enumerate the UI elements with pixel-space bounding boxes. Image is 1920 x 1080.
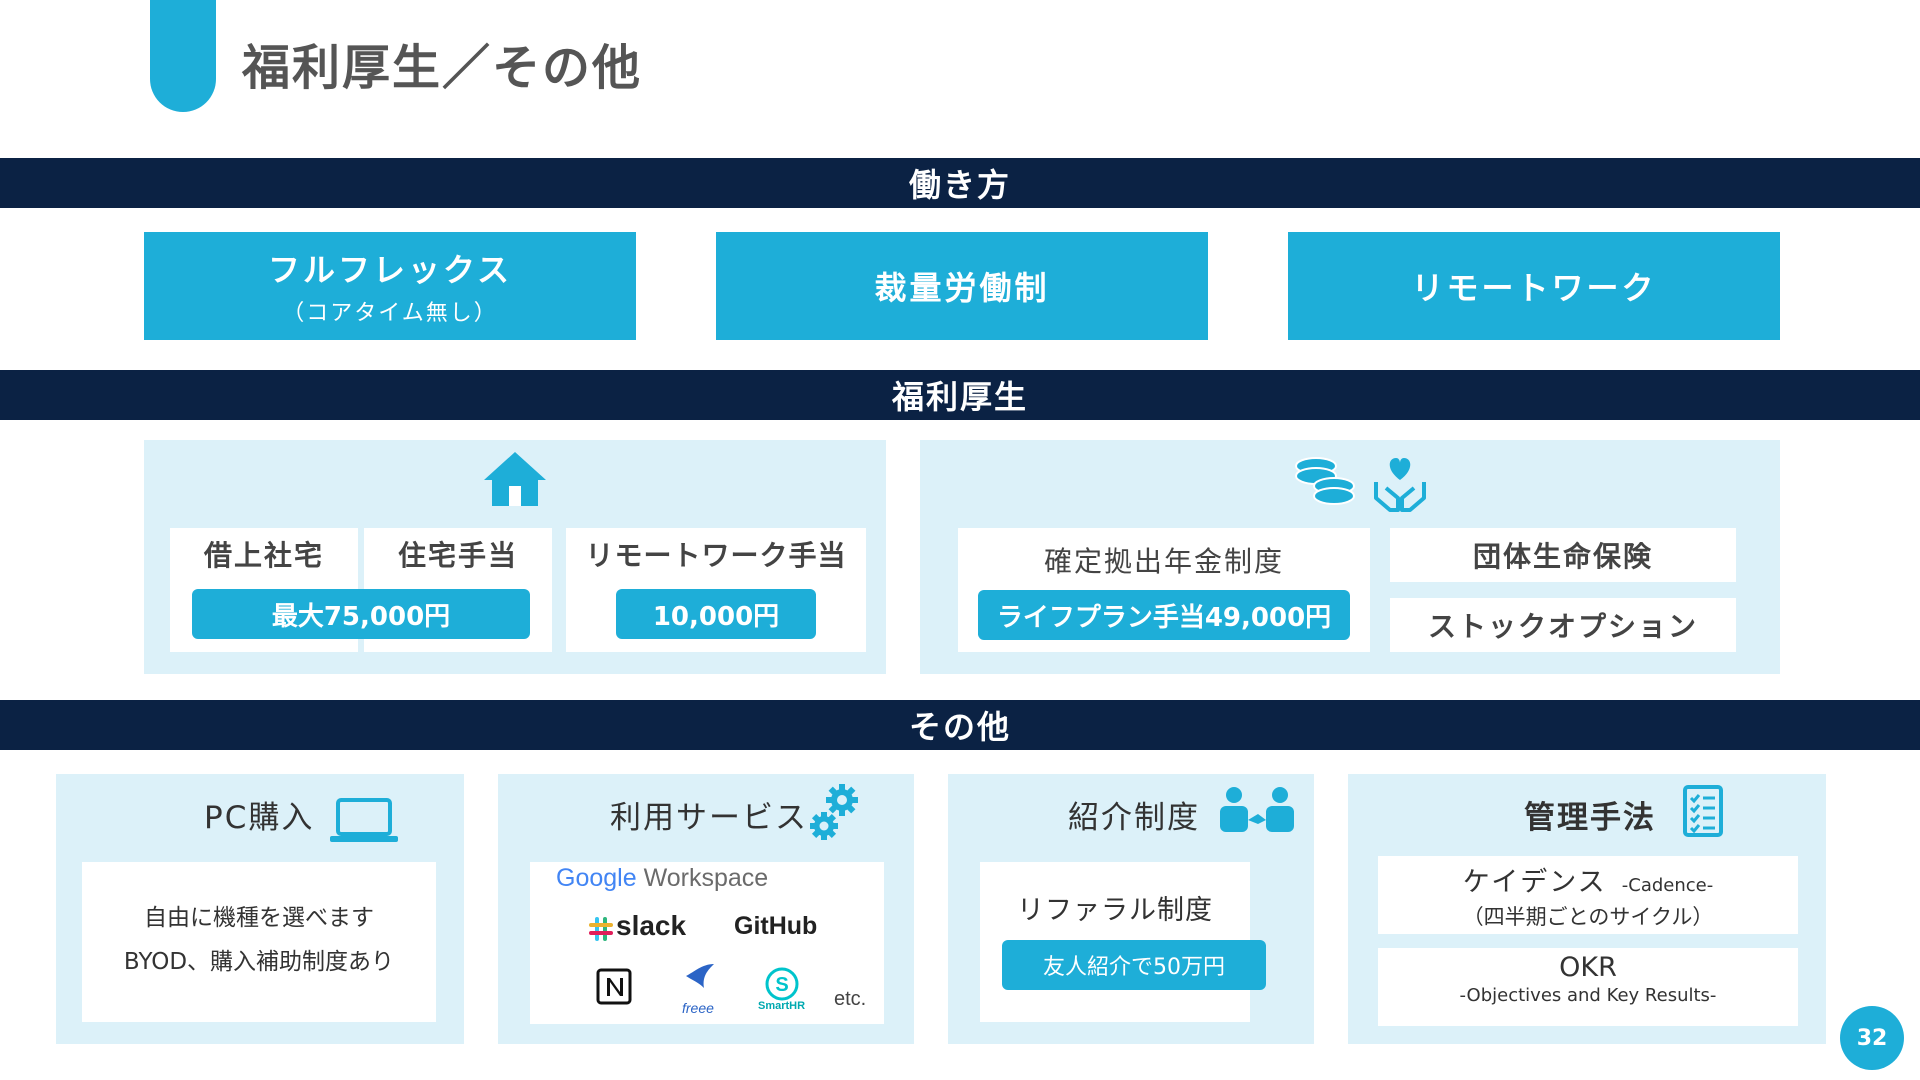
pc-line-1: 自由に機種を選べます <box>144 905 374 931</box>
group-insurance-label: 団体生命保険 <box>1472 540 1653 573</box>
housing-allowance-label: 住宅手当 <box>397 539 518 572</box>
slack-hash-icon <box>589 917 613 941</box>
leased-housing-label: 借上社宅 <box>203 539 324 572</box>
section-band-other: その他 <box>0 700 1920 750</box>
checklist-icon <box>1683 785 1723 837</box>
google-wordmark: Google <box>556 864 637 892</box>
cadence-en: -Cadence- <box>1621 875 1714 896</box>
referral-name: リファラル制度 <box>1017 895 1213 926</box>
remote-card: リモートワーク <box>1288 232 1780 340</box>
github-logo: GitHub <box>734 912 818 940</box>
section-band-work-style: 働き方 <box>0 158 1920 208</box>
services-etc: etc. <box>834 988 867 1010</box>
stock-option-cell: ストックオプション <box>1390 598 1736 652</box>
referral-title: 紹介制度 <box>1068 800 1200 836</box>
full-flex-title: フルフレックス <box>267 251 513 289</box>
people-icon <box>1220 787 1294 832</box>
stock-option-label: ストックオプション <box>1427 610 1698 643</box>
pc-line-2: BYOD、購入補助制度あり <box>123 949 395 975</box>
cadence-label: ケイデンス <box>1462 867 1607 898</box>
management-title: 管理手法 <box>1524 800 1656 836</box>
gears-icon <box>810 784 858 840</box>
full-flex-sub: （コアタイム無し） <box>282 301 498 326</box>
freee-logo: freee <box>682 1000 714 1016</box>
smarthr-icon: S <box>765 967 799 1001</box>
okr-sub: -Objectives and Key Results- <box>1459 985 1717 1006</box>
workspace-wordmark: Workspace <box>643 864 769 892</box>
okr-label: OKR <box>1559 952 1617 983</box>
svg-text:S: S <box>775 974 788 996</box>
cadence-heading: ケイデンス -Cadence- <box>1378 860 1798 899</box>
coins-icon <box>1295 457 1355 505</box>
freee-bird-icon <box>686 964 714 988</box>
group-insurance-cell: 団体生命保険 <box>1390 528 1736 582</box>
discretionary-title: 裁量労働制 <box>874 269 1050 307</box>
google-workspace-logo: Google Workspace <box>556 864 768 893</box>
pc-text-box: 自由に機種を選べます BYOD、購入補助制度あり <box>82 862 436 1022</box>
services-logo-box <box>530 862 884 1024</box>
referral-amount-pill: 友人紹介で50万円 <box>1002 940 1266 990</box>
page-title: 福利厚生／その他 <box>242 40 643 96</box>
housing-amount-pill: 最大75,000円 <box>192 589 530 639</box>
notion-icon <box>596 968 632 1005</box>
pension-label: 確定拠出年金制度 <box>1043 545 1284 578</box>
services-title: 利用サービス <box>610 800 808 836</box>
section-band-welfare: 福利厚生 <box>0 370 1920 420</box>
remote-allowance-label: リモートワーク手当 <box>585 539 847 572</box>
house-icon <box>484 452 546 506</box>
discretionary-card: 裁量労働制 <box>716 232 1208 340</box>
title-accent-tab <box>150 0 216 112</box>
remote-title: リモートワーク <box>1411 269 1657 307</box>
pc-title: PC購入 <box>204 800 315 836</box>
page-number-badge: 32 <box>1840 1006 1904 1070</box>
heart-hands-icon <box>1374 458 1426 512</box>
life-plan-pill: ライフプラン手当49,000円 <box>978 590 1350 640</box>
slack-logo: slack <box>616 910 687 941</box>
cadence-sub: （四半期ごとのサイクル） <box>1462 905 1714 929</box>
smarthr-logo: SmartHR <box>758 1000 806 1012</box>
remote-amount-pill: 10,000円 <box>616 589 816 639</box>
cadence-box: ケイデンス -Cadence- （四半期ごとのサイクル） <box>1378 856 1798 934</box>
full-flex-card: フルフレックス （コアタイム無し） <box>144 232 636 340</box>
okr-box: OKR -Objectives and Key Results- <box>1378 948 1798 1026</box>
laptop-icon <box>330 798 398 842</box>
